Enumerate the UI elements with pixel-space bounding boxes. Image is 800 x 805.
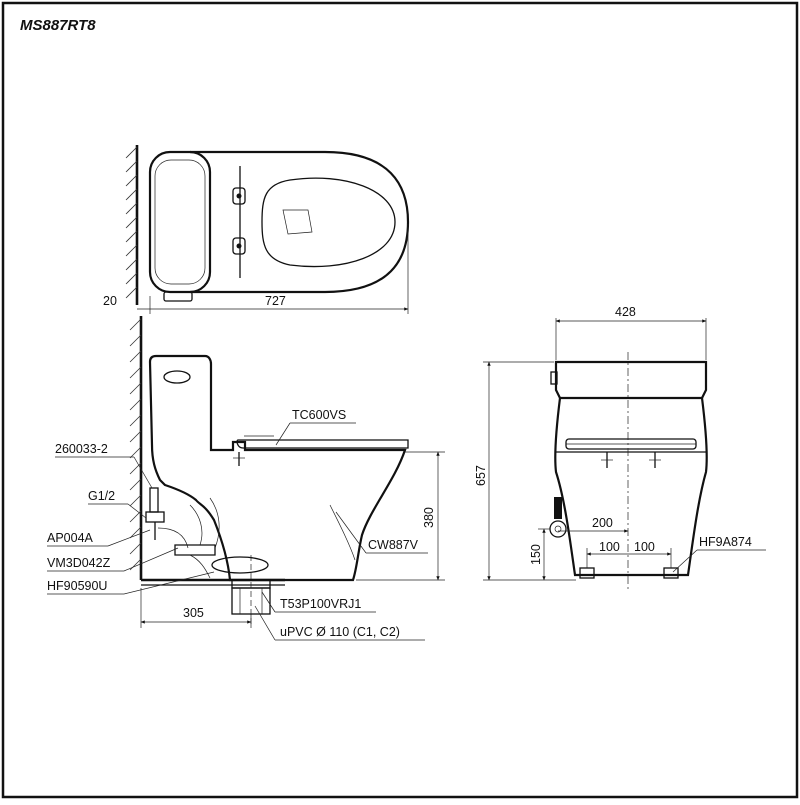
dim-rough-in: 305: [183, 606, 204, 620]
side-view-seat: [236, 439, 409, 449]
side-view-body: [148, 354, 407, 582]
side-view-valve-body: [145, 511, 165, 523]
top-view-back-knob: [163, 291, 193, 302]
callout-pipe: uPVC Ø 110 (C1, C2): [280, 625, 400, 639]
callout-flange: HF90590U: [47, 579, 107, 593]
side-view-drain-connector: [174, 544, 216, 556]
dim-height: 657: [474, 465, 488, 486]
top-view-bolt-dot-top: [236, 193, 242, 199]
callout-bowl: CW887V: [368, 538, 419, 552]
front-view-body: [554, 397, 708, 577]
top-view-inner-bowl: [261, 177, 396, 268]
top-view-hinge-bolt-bottom: [232, 237, 246, 255]
top-view-tank-lid: [154, 159, 206, 285]
dim-length: 727: [265, 294, 286, 308]
side-view-internal-channel: [189, 497, 220, 549]
dim-fix-spacing: 200: [592, 516, 613, 530]
side-view-angle-valve: [149, 487, 159, 513]
front-view-tank: [554, 360, 708, 400]
dim-fix-right: 100: [634, 540, 655, 554]
callout-valve-kit: VM3D042Z: [47, 556, 111, 570]
top-view-bolt-dot-bottom: [236, 243, 242, 249]
callout-angle-valve: 260033-2: [55, 442, 108, 456]
side-view-flange: [211, 556, 269, 574]
top-view-bowl-outline: [190, 150, 410, 294]
callout-adapter: T53P100VRJ1: [280, 597, 361, 611]
callout-inlet: G1/2: [88, 489, 115, 503]
side-view-flush-button: [163, 370, 191, 384]
dim-fix-left: 100: [599, 540, 620, 554]
side-view-wall-hatch: [129, 318, 142, 571]
callout-seat: TC600VS: [292, 408, 346, 422]
front-view: 428 657 150 200 100 100 HF9A874: [474, 305, 766, 590]
top-view-wall-hatch: [125, 146, 138, 299]
dim-wall-gap: 20: [103, 294, 117, 308]
top-view-drain: [282, 209, 313, 235]
dim-inlet-height: 150: [529, 544, 543, 565]
top-view-hinge-bolt-top: [232, 187, 246, 205]
front-view-button: [550, 371, 558, 385]
model-title: MS887RT8: [20, 17, 96, 34]
dim-width: 428: [615, 305, 636, 319]
top-view-tank: [148, 150, 212, 294]
top-view: 20 727: [103, 145, 410, 314]
callout-bolt: HF9A874: [699, 535, 752, 549]
dim-seat-height: 380: [422, 507, 436, 528]
front-view-valve: [554, 497, 562, 519]
side-view-trap-line: [329, 504, 356, 561]
side-view: 380 305 TC600VS 260033-2 G1/2 AP004A VM3…: [47, 316, 445, 641]
callout-hose: AP004A: [47, 531, 94, 545]
front-view-foot-left: [579, 567, 595, 579]
front-view-valve-knob: [549, 520, 567, 538]
